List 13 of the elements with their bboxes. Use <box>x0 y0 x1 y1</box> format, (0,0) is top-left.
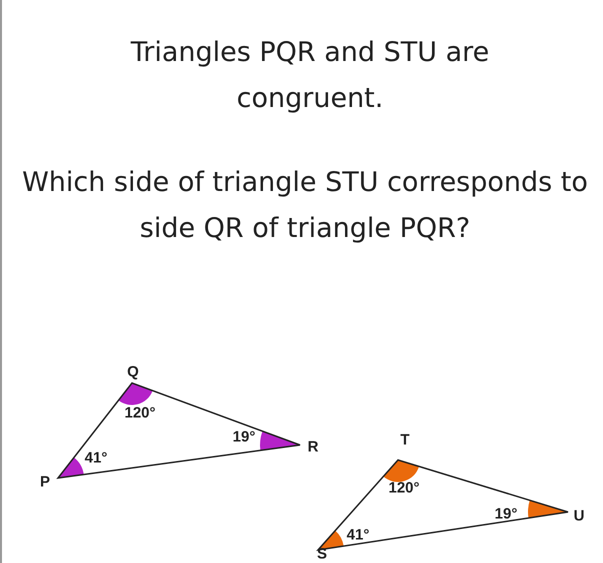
question-text: Which side of triangle STU corresponds to side QR of triangle PQR? <box>21 166 589 246</box>
vertex-label: U <box>574 508 584 524</box>
vertex-label: P <box>40 474 50 490</box>
angle-label: 41° <box>84 450 108 466</box>
angle-label: 120° <box>124 404 156 422</box>
question-text: Triangles PQR and STU are congruent. <box>130 36 490 116</box>
vertex-label: Q <box>127 364 139 380</box>
angle-label: 120° <box>388 480 420 496</box>
vertex-label: T <box>400 432 410 448</box>
angle-label: 19° <box>232 428 256 446</box>
vertex-label: R <box>308 438 318 456</box>
angle-label: 41° <box>346 526 370 544</box>
angle-label: 19° <box>494 506 518 522</box>
